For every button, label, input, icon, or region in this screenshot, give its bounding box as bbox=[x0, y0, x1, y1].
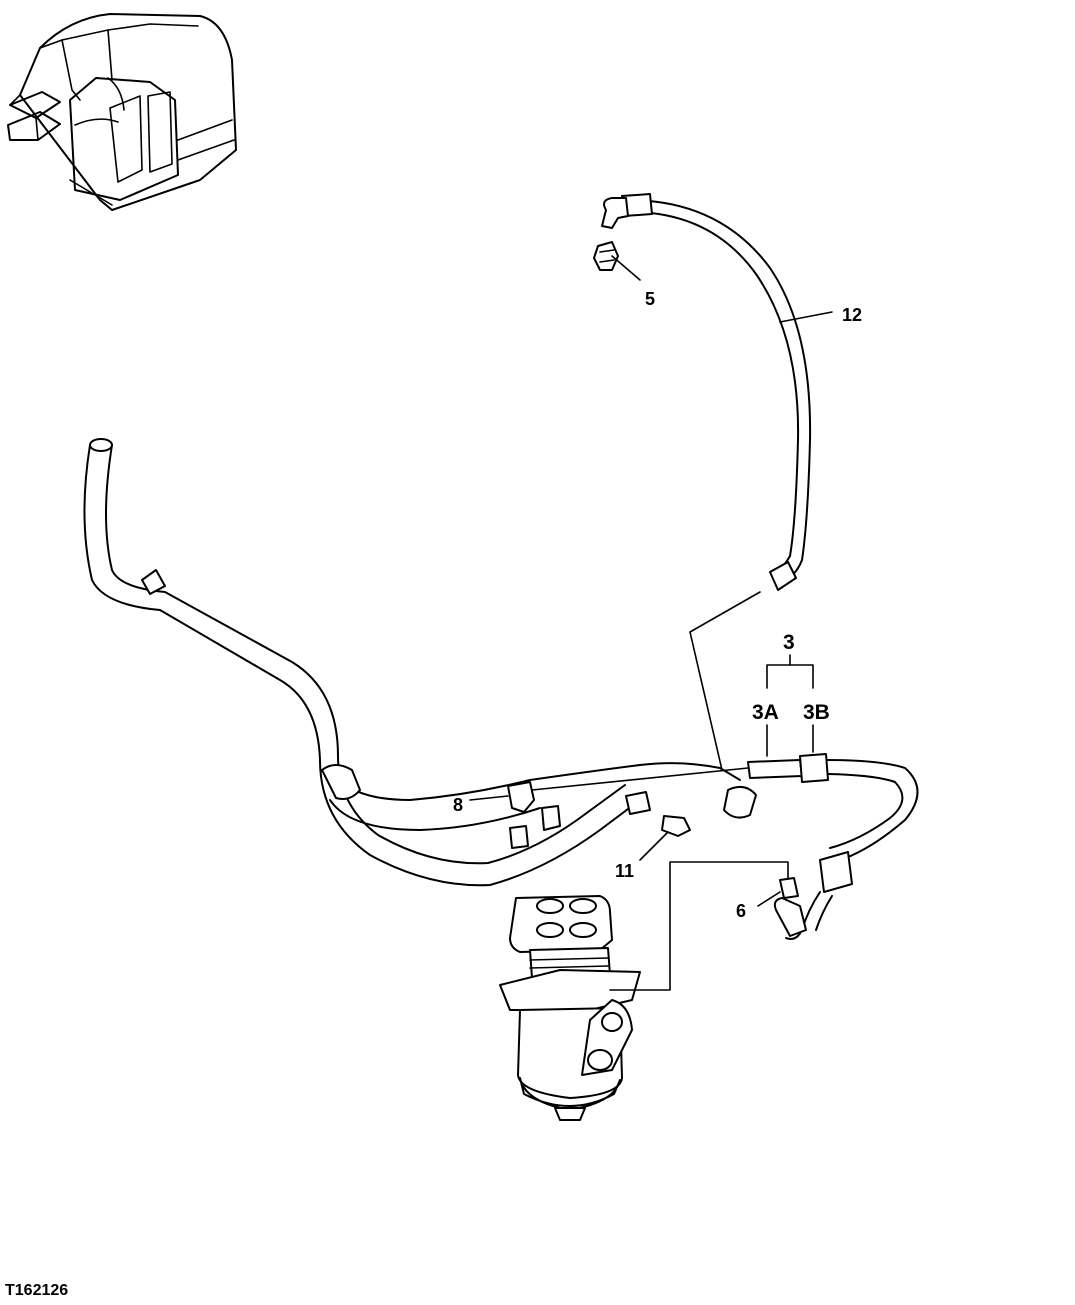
pipe-left bbox=[83, 438, 641, 887]
leader-lines bbox=[469, 255, 833, 991]
callout-11: 11 bbox=[615, 861, 635, 881]
callout-6: 6 bbox=[736, 901, 747, 921]
figure-id: T162126 bbox=[5, 1282, 69, 1299]
fitting-11 bbox=[661, 815, 691, 837]
center-joint-icon bbox=[499, 895, 641, 1121]
fitting-5 bbox=[593, 241, 619, 271]
fitting-3 bbox=[747, 753, 919, 940]
callout-8: 8 bbox=[453, 795, 464, 815]
hose-12 bbox=[601, 193, 812, 591]
fitting-6 bbox=[773, 877, 807, 937]
fitting-8 bbox=[507, 781, 651, 849]
callout-3b: 3B bbox=[803, 701, 830, 724]
callout-5: 5 bbox=[645, 289, 656, 309]
callout-3: 3 bbox=[783, 631, 795, 654]
callout-12: 12 bbox=[842, 305, 863, 325]
callout-3a: 3A bbox=[752, 701, 779, 724]
excavator-cab-icon bbox=[7, 13, 237, 211]
hose-middle bbox=[321, 762, 757, 831]
